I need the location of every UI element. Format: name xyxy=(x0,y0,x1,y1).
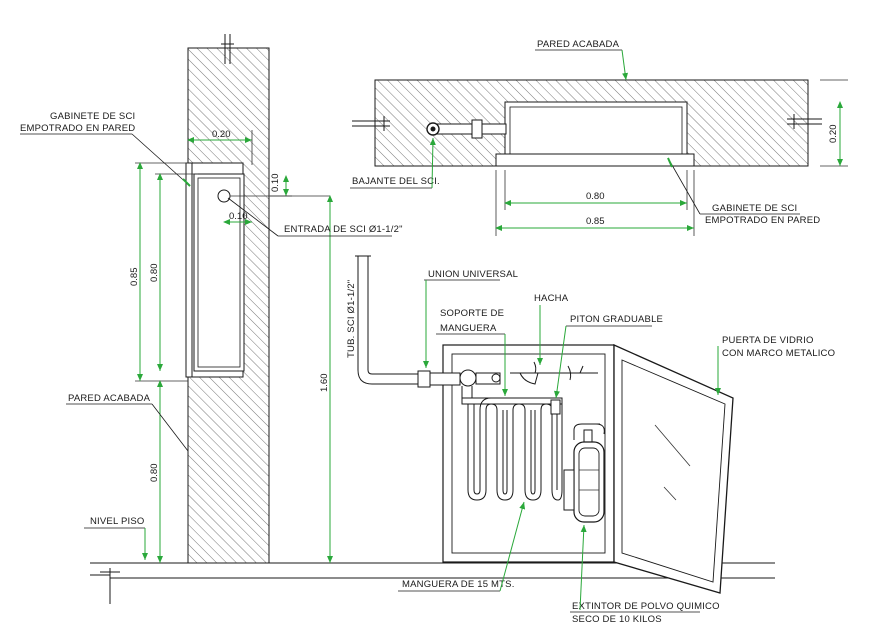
label-puerta-2: CON MARCO METALICO xyxy=(722,348,835,359)
plan-view: 0.20 0.80 0.85 xyxy=(352,79,848,236)
label-manguera: MANGUERA DE 15 MTS. xyxy=(402,579,515,590)
dim-080-plan: 0.80 xyxy=(586,191,605,202)
label-union-universal: UNION UNIVERSAL xyxy=(428,269,518,280)
label-tub-sci: TUB. SCI Ø1-1/2" xyxy=(346,280,357,358)
extinguisher-icon xyxy=(563,423,605,523)
label-nivel-piso: NIVEL PISO xyxy=(90,516,144,527)
label-entrada-sci: ENTRADA DE SCI Ø1-1/2" xyxy=(284,224,403,235)
label-bajante: BAJANTE DEL SCI. xyxy=(352,176,440,187)
dim-085-plan: 0.85 xyxy=(586,216,605,227)
left-labels: GABINETE DE SCI EMPOTRADO EN PARED ENTRA… xyxy=(20,111,403,560)
label-piton: PITON GRADUABLE xyxy=(570,314,663,325)
dim-020-top: 0.20 xyxy=(212,129,231,140)
label-puerta-1: PUERTA DE VIDRIO xyxy=(722,335,814,346)
dim-080-low: 0.80 xyxy=(149,464,160,483)
label-pared-top: PARED ACABADA xyxy=(537,39,620,50)
label-gabinete-2: EMPOTRADO EN PARED xyxy=(20,123,135,134)
dim-010-b: 0.10 xyxy=(229,211,248,222)
dim-020-plan: 0.20 xyxy=(828,125,839,144)
dim-010-a: 0.10 xyxy=(270,174,281,193)
wall-section xyxy=(185,34,270,564)
dim-085-left: 0.85 xyxy=(129,268,140,287)
glass-door xyxy=(613,343,734,594)
label-soporte-2: MANGUERA xyxy=(440,323,497,334)
label-gabinete-plan-1: GABINETE DE SCI xyxy=(712,203,797,214)
dim-160: 1.60 xyxy=(319,374,330,393)
label-extintor-1: EXTINTOR DE POLVO QUIMICO xyxy=(572,601,720,612)
axe-icon xyxy=(510,361,598,385)
plan-labels: PARED ACABADA BAJANTE DEL SCI. GABINETE … xyxy=(350,39,820,226)
left-dimensions: 0.20 0.10 0.10 0.85 0.80 0.80 1.60 xyxy=(129,129,333,563)
dim-080-left: 0.80 xyxy=(149,264,160,283)
label-extintor-2: SECO DE 10 KILOS xyxy=(572,614,662,625)
cabinet-labels: UNION UNIVERSAL HACHA SOPORTE DE MANGUER… xyxy=(398,269,835,625)
label-gabinete-plan-2: EMPOTRADO EN PARED xyxy=(705,215,820,226)
label-pared-left: PARED ACABADA xyxy=(68,393,151,404)
label-gabinete-1: GABINETE DE SCI xyxy=(50,111,135,122)
label-hacha: HACHA xyxy=(534,293,569,304)
label-soporte-1: SOPORTE DE xyxy=(440,308,504,319)
